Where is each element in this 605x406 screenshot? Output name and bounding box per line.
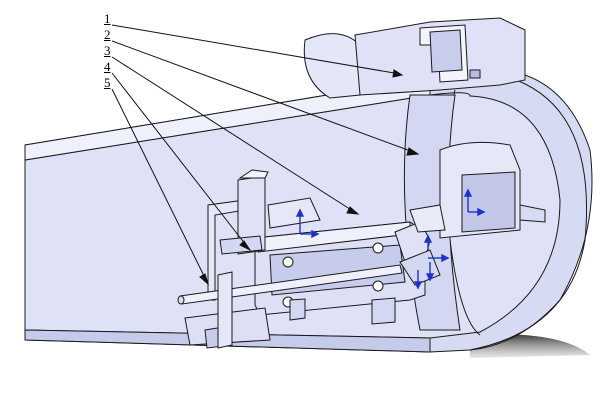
callout-label-3: 3 bbox=[104, 43, 111, 58]
callout-label-2: 2 bbox=[104, 27, 111, 42]
callout-label-5: 5 bbox=[104, 75, 111, 90]
callout-label-4: 4 bbox=[104, 59, 111, 74]
push-rod bbox=[177, 264, 403, 349]
carriage-block bbox=[254, 221, 426, 325]
upper-housing-boss bbox=[303, 17, 526, 99]
callout-label-1: 1 bbox=[104, 11, 111, 26]
axis-arrows bbox=[295, 188, 486, 290]
leader-lines bbox=[111, 24, 420, 286]
guide-rail bbox=[207, 169, 321, 301]
